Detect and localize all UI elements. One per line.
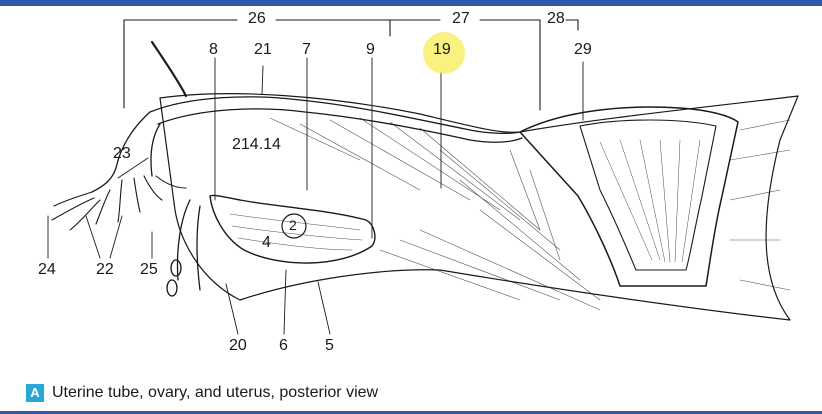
caption-text: Uterine tube, ovary, and uterus, posteri… bbox=[52, 384, 379, 401]
label-22: 22 bbox=[96, 261, 114, 278]
label-5: 5 bbox=[325, 337, 334, 354]
leader-lines bbox=[47, 57, 584, 335]
label-24: 24 bbox=[38, 261, 56, 278]
ovary bbox=[209, 194, 376, 264]
broad-ligament bbox=[159, 93, 799, 321]
highlight-19 bbox=[423, 32, 465, 74]
label-26: 26 bbox=[248, 10, 266, 27]
uterine-cavity bbox=[579, 119, 717, 271]
label-25: 25 bbox=[140, 261, 158, 278]
figure-caption: A Uterine tube, ovary, and uterus, poste… bbox=[26, 382, 378, 404]
label-2: 2 bbox=[289, 217, 297, 233]
label-9: 9 bbox=[366, 41, 375, 58]
label-2-circle bbox=[281, 213, 307, 239]
label-23: 23 bbox=[113, 145, 131, 162]
bottom-rule bbox=[0, 411, 822, 414]
label-214-14: 214.14 bbox=[232, 136, 281, 153]
uterine-tube bbox=[149, 96, 521, 134]
label-6: 6 bbox=[279, 337, 288, 354]
label-19: 19 bbox=[433, 41, 451, 58]
bracket-lines bbox=[123, 19, 579, 111]
label-21: 21 bbox=[254, 41, 272, 58]
uterus-outer bbox=[519, 106, 739, 287]
label-8: 8 bbox=[209, 41, 218, 58]
top-rule bbox=[0, 0, 822, 6]
caption-badge: A bbox=[26, 384, 44, 402]
label-4: 4 bbox=[262, 234, 271, 251]
label-28: 28 bbox=[547, 10, 565, 27]
fimbriae bbox=[51, 175, 187, 231]
label-27: 27 bbox=[452, 10, 470, 27]
label-7: 7 bbox=[302, 41, 311, 58]
label-20: 20 bbox=[229, 337, 247, 354]
label-29: 29 bbox=[574, 41, 592, 58]
